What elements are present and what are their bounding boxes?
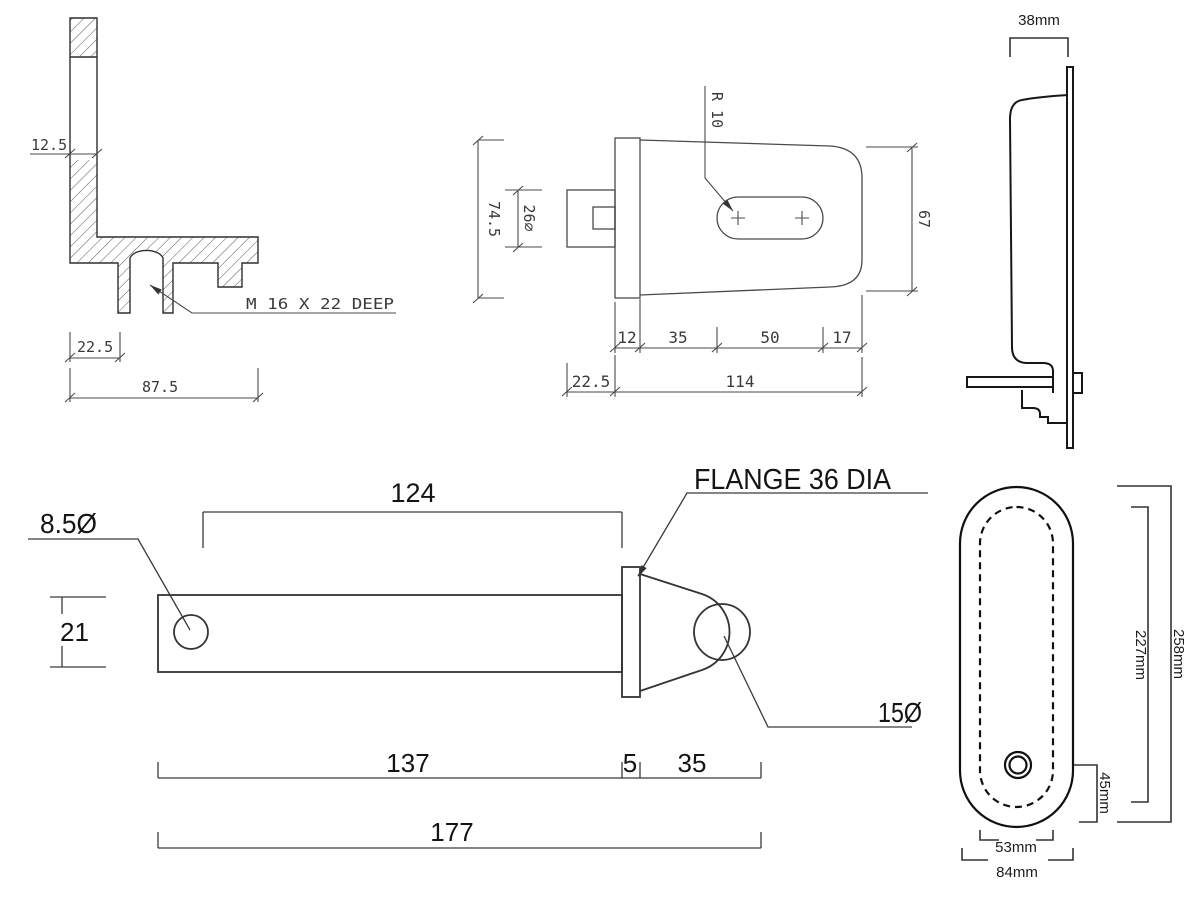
dim-outer-width: 84mm xyxy=(996,864,1038,881)
dim-bracket-inner-height xyxy=(1131,506,1149,803)
dim-line-segments xyxy=(609,295,868,353)
thread-leader-arrow-icon xyxy=(150,285,162,295)
hatch-top-band xyxy=(70,18,97,57)
slot-radius-note: R 10 xyxy=(708,92,726,128)
plan-body-outline xyxy=(639,139,863,296)
hatch-l-body xyxy=(70,160,258,313)
dim-bracket-hole-offset xyxy=(1074,764,1098,823)
dim-eye-length: 35 xyxy=(678,748,707,778)
arm-eye-outline xyxy=(639,573,731,692)
dim-bracket-profile-width xyxy=(1009,37,1069,57)
profile-foot-step xyxy=(1021,390,1067,424)
eye-hole-leader-line xyxy=(723,635,912,728)
view-arm: 124 8.5Ø 21 FLANGE 36 DIA 15Ø 137 5 35 1… xyxy=(28,464,928,849)
dim-line-base-width xyxy=(64,368,264,403)
dim-hole-to-flange: 124 xyxy=(390,478,435,508)
dim-body-height: 67 xyxy=(915,210,933,228)
dim-line-stub-height xyxy=(505,185,542,253)
dim-inner-height: 227mm xyxy=(1132,630,1149,680)
dim-hole-offset: 45mm xyxy=(1096,772,1113,814)
dim-base-width: 87.5 xyxy=(142,378,178,396)
profile-rear-tab xyxy=(1072,372,1083,394)
dim-bracket-outer-width xyxy=(961,848,1074,861)
hole-dia-leader-line xyxy=(28,538,191,631)
pad-hole-inner xyxy=(1008,755,1028,775)
dim-body-length: 114 xyxy=(726,372,755,391)
dim-line-plate-thickness xyxy=(30,148,103,159)
dim-line-bar-length xyxy=(157,762,762,779)
dim-line-body-length xyxy=(561,355,868,397)
section-outline xyxy=(69,17,259,314)
dim-hole-dia: 8.5Ø xyxy=(40,508,97,539)
radius-leader-arrow-icon xyxy=(722,199,733,211)
dim-plate-thickness: 12.5 xyxy=(31,136,67,154)
pad-inner-dashed-outline xyxy=(978,505,1055,809)
profile-bottom-bar xyxy=(966,376,1054,388)
dim-eye-hole-dia: 15Ø xyxy=(878,697,922,728)
dim-overall-length: 177 xyxy=(430,817,473,847)
thread-note: M 16 X 22 DEEP xyxy=(246,295,394,313)
dim-bracket-inner-width xyxy=(979,830,1054,841)
view-plan-slotted-body: R 10 74.5 26⌀ 67 12 35 50 17 22.5 114 xyxy=(472,86,933,397)
dim-line-overall-length xyxy=(157,832,762,849)
dim-boss-offset: 22.5 xyxy=(77,338,113,356)
dim-bar-height: 21 xyxy=(60,617,89,647)
plan-slot xyxy=(716,196,824,240)
arm-flange xyxy=(621,566,641,698)
dim-outer-height: 258mm xyxy=(1170,629,1187,679)
dim-seg-to-slot: 35 xyxy=(668,328,687,347)
flange-note: FLANGE 36 DIA xyxy=(694,464,892,496)
plan-stub-notch xyxy=(592,206,616,230)
dim-seg-flange: 12 xyxy=(617,328,636,347)
profile-cover-outline xyxy=(1008,94,1069,393)
pad-hole-outer xyxy=(1003,750,1033,780)
profile-back-plate xyxy=(1066,66,1074,449)
dim-overall-height: 74.5 xyxy=(485,201,503,237)
thread-leader-line xyxy=(149,284,396,314)
dim-stub-offset: 22.5 xyxy=(572,372,611,391)
dim-bracket-outer-height xyxy=(1117,485,1172,823)
radius-leader-line xyxy=(704,86,734,212)
dim-line-body-height xyxy=(866,142,918,297)
dim-bar-length: 137 xyxy=(386,748,429,778)
dim-profile-width: 38mm xyxy=(1018,12,1060,29)
flange-leader-line xyxy=(637,492,928,577)
arm-eye-hole xyxy=(693,603,751,661)
dim-seg-end: 17 xyxy=(832,328,851,347)
view-profile: 38mm xyxy=(966,12,1083,449)
slot-center-marks xyxy=(731,211,809,225)
dim-seg-slot: 50 xyxy=(760,328,779,347)
dim-line-bar-height xyxy=(50,596,106,668)
dim-inner-width: 53mm xyxy=(995,839,1037,856)
flange-leader-arrow-icon xyxy=(638,565,647,577)
arm-hole xyxy=(173,614,209,650)
pad-outer-outline xyxy=(958,485,1075,829)
dim-line-overall-height xyxy=(472,135,504,304)
dim-line-hole-to-flange xyxy=(202,511,623,548)
view-section-bracket: 12.5 22.5 87.5 M 16 X 22 DEEP xyxy=(30,17,396,403)
dim-line-boss-offset xyxy=(64,332,126,363)
dim-flange-thickness: 5 xyxy=(623,748,637,778)
view-pad: 258mm 227mm 45mm 53mm 84mm xyxy=(958,485,1187,881)
dim-stub-height: 26⌀ xyxy=(520,204,538,231)
